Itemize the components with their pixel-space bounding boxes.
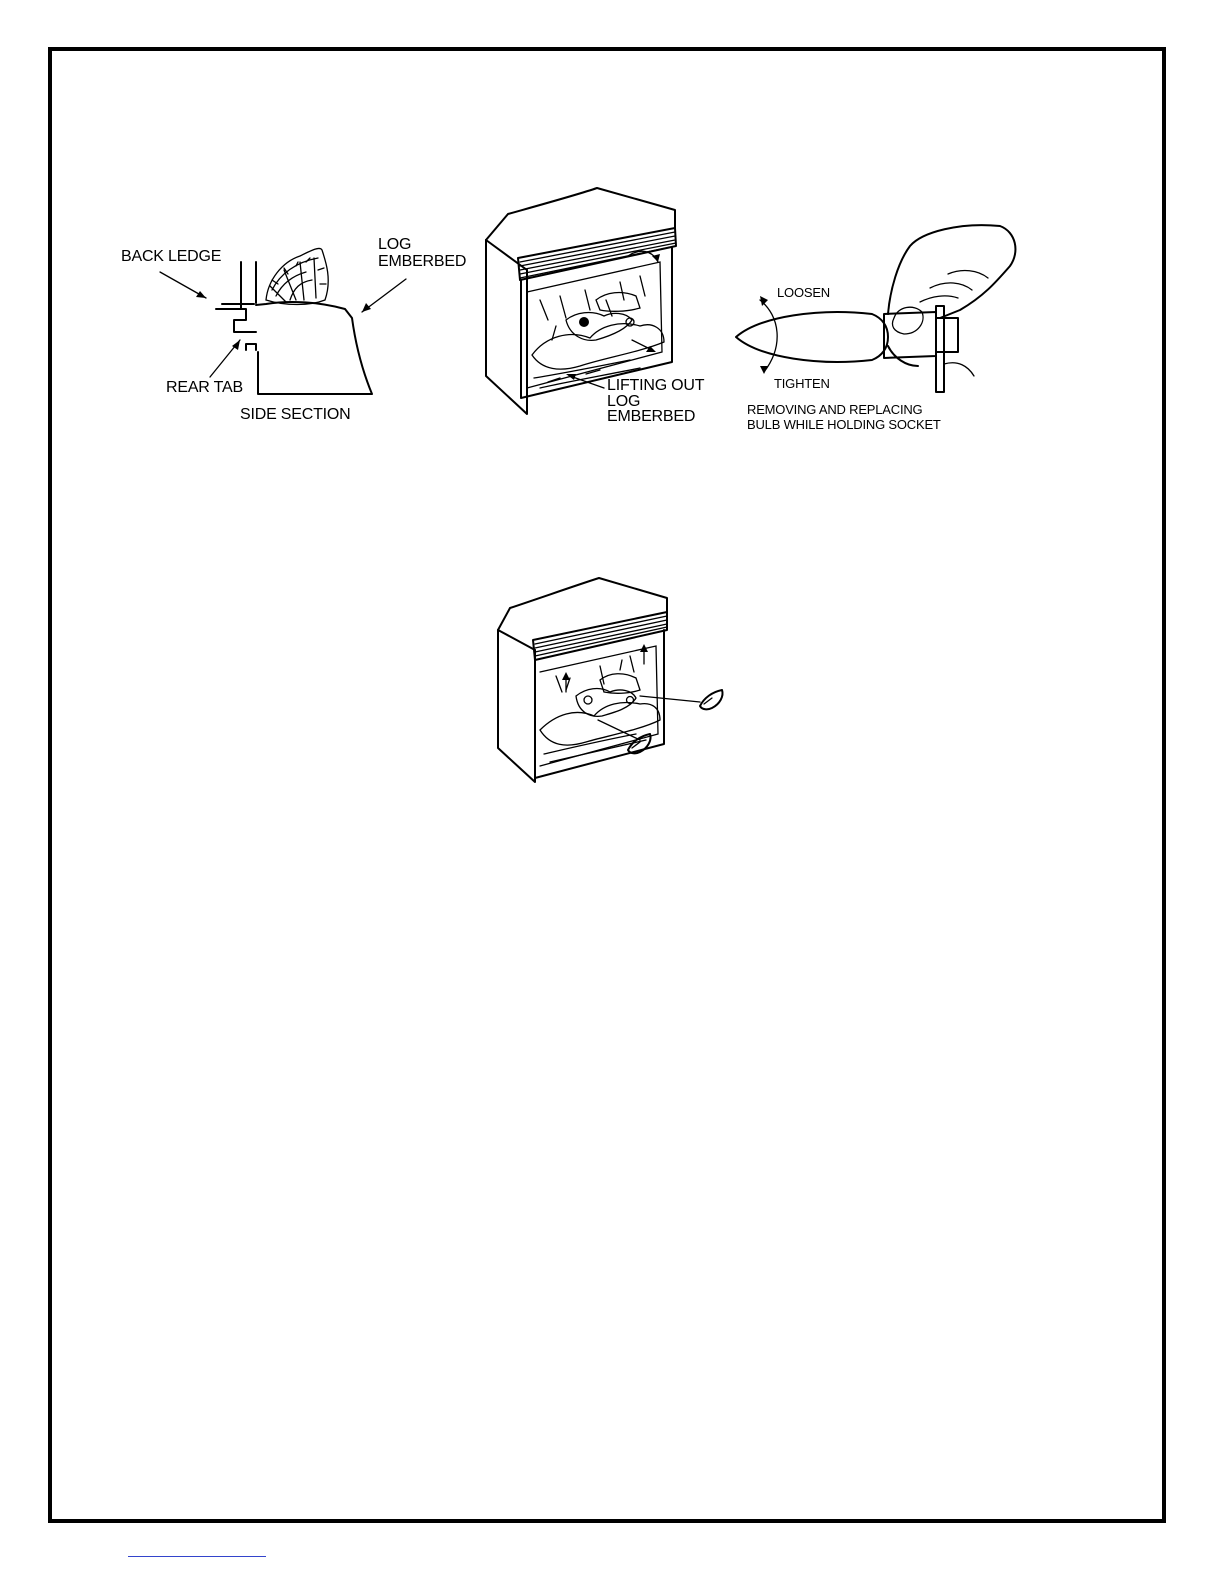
footer-link-underline <box>128 1556 266 1557</box>
